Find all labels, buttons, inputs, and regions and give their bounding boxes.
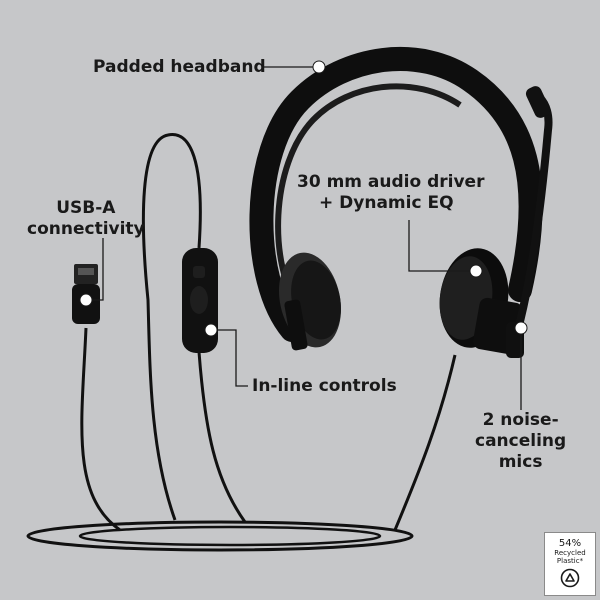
left-earcup bbox=[279, 252, 341, 351]
callout-driver-line1: 30 mm audio driver bbox=[297, 172, 485, 192]
recycle-icon bbox=[560, 568, 580, 588]
callout-usb-line2: connectivity bbox=[27, 219, 145, 239]
marker-controls bbox=[204, 323, 218, 337]
marker-usb bbox=[79, 293, 93, 307]
badge-line1: Recycled bbox=[554, 549, 586, 557]
callout-mics-line2: canceling bbox=[475, 431, 567, 451]
callout-usb: USB-A connectivity bbox=[27, 198, 145, 240]
headband bbox=[249, 46, 543, 342]
callout-usb-line1: USB-A bbox=[56, 198, 116, 218]
cable-loop bbox=[26, 520, 414, 552]
callout-driver: 30 mm audio driver + Dynamic EQ bbox=[297, 172, 484, 214]
headband-inner bbox=[275, 83, 462, 312]
marker-driver bbox=[469, 264, 483, 278]
mic-tip bbox=[525, 86, 551, 118]
badge-line2: Plastic* bbox=[556, 557, 584, 565]
right-earcup bbox=[439, 248, 523, 355]
callout-controls: In-line controls bbox=[252, 376, 397, 396]
cable-usb bbox=[80, 327, 121, 532]
callout-mics-line1: 2 noise- bbox=[482, 410, 559, 430]
cable-to-headset bbox=[393, 354, 457, 531]
cable-upper-loop bbox=[141, 132, 202, 521]
leader-controls bbox=[211, 329, 248, 387]
callout-mics-line3: mics bbox=[498, 452, 543, 472]
marker-mics bbox=[514, 321, 528, 335]
marker-headband bbox=[312, 60, 326, 74]
cable-loop-inner bbox=[78, 525, 382, 547]
cable-lower bbox=[197, 351, 247, 523]
leader-driver bbox=[408, 220, 476, 272]
recycled-plastic-badge: 54% Recycled Plastic* bbox=[544, 532, 596, 596]
badge-percent: 54% bbox=[558, 538, 582, 549]
markers bbox=[79, 60, 528, 337]
callout-driver-line2: + Dynamic EQ bbox=[319, 193, 454, 213]
inline-control-pod bbox=[182, 248, 218, 353]
callout-mics: 2 noise- canceling mics bbox=[475, 410, 566, 473]
callout-headband: Padded headband bbox=[93, 57, 266, 77]
